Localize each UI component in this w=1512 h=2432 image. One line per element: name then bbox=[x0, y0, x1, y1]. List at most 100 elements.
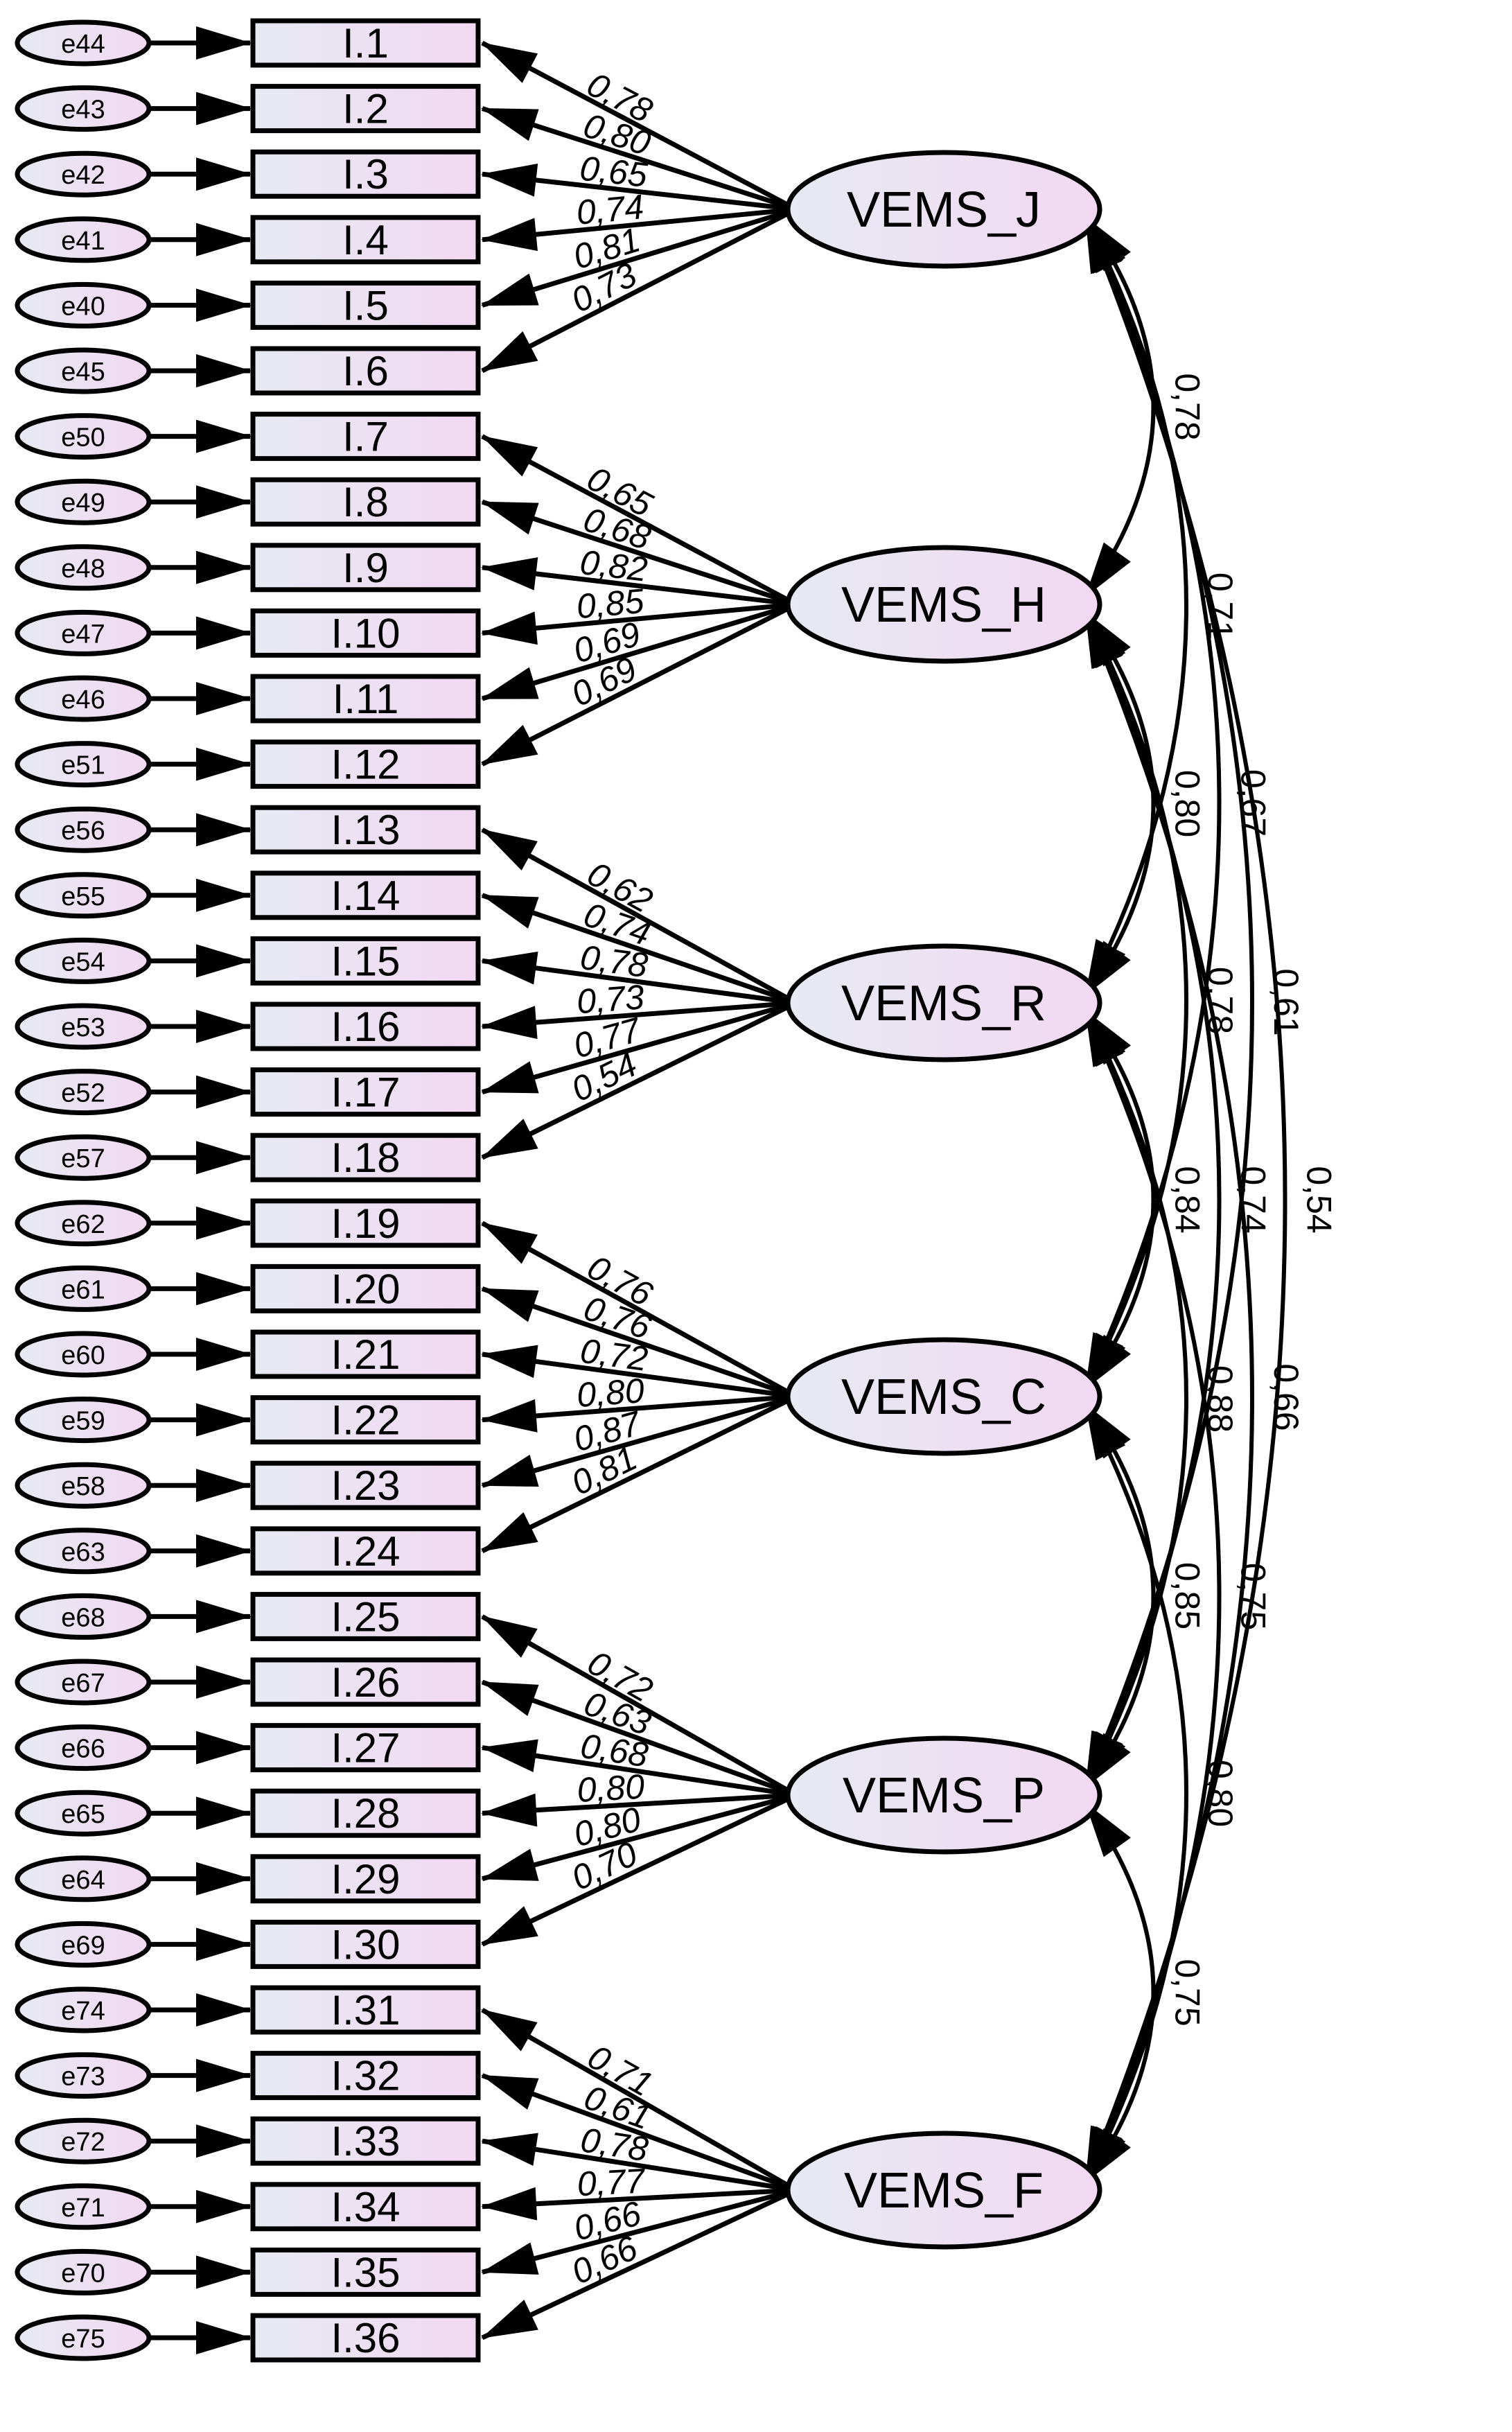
error-term-label: e64 bbox=[61, 1866, 105, 1895]
loading-path-arrow bbox=[481, 1394, 798, 1553]
error-term-label: e46 bbox=[61, 685, 105, 715]
item-box bbox=[250, 1001, 481, 1051]
loading-value: 0,73 bbox=[575, 977, 645, 1021]
error-term-label: e65 bbox=[61, 1800, 105, 1829]
correlation-value: 0,66 bbox=[1267, 1363, 1306, 1431]
error-term-label: e69 bbox=[61, 1931, 105, 1960]
item-box bbox=[250, 18, 481, 68]
factor-node bbox=[785, 150, 1102, 269]
loading-path-arrow bbox=[481, 1739, 797, 1798]
error-term-label: e63 bbox=[61, 1538, 105, 1567]
loading-path-arrow bbox=[481, 1000, 797, 1094]
error-term-label: e40 bbox=[61, 292, 105, 321]
item-label: I.36 bbox=[331, 2315, 400, 2361]
item-box bbox=[250, 280, 481, 330]
item-label: I.31 bbox=[331, 1987, 400, 2033]
loading-path-arrow bbox=[481, 951, 797, 1006]
item-box bbox=[250, 1985, 481, 2035]
item-group: e46 I.11 bbox=[15, 674, 481, 724]
loading-path-arrow bbox=[481, 1221, 798, 1399]
item-label: I.13 bbox=[331, 807, 400, 853]
factor-label: VEMS_J bbox=[847, 182, 1041, 238]
item-label: I.29 bbox=[331, 1856, 400, 1902]
correlation-path-arrow bbox=[1084, 611, 1156, 996]
error-term-label: e51 bbox=[61, 751, 105, 780]
item-box bbox=[250, 1526, 481, 1576]
item-label: I.23 bbox=[331, 1462, 400, 1509]
item-label: I.21 bbox=[331, 1331, 400, 1378]
correlation-value: 0,78 bbox=[1168, 373, 1207, 440]
item-label: I.33 bbox=[331, 2118, 400, 2164]
error-term-label: e61 bbox=[61, 1275, 105, 1304]
item-label: I.10 bbox=[331, 610, 400, 656]
item-box bbox=[250, 936, 481, 986]
item-box bbox=[250, 1854, 481, 1904]
item-label: I.26 bbox=[331, 1659, 400, 1706]
loading-path-arrow bbox=[481, 1345, 797, 1399]
error-term-label: e72 bbox=[61, 2128, 105, 2157]
loading-value: 0,65 bbox=[578, 148, 649, 194]
loading-path-arrow bbox=[481, 2187, 798, 2341]
loading-path-arrow bbox=[481, 2187, 797, 2275]
correlation-value: 0,54 bbox=[1300, 1166, 1339, 1233]
item-box bbox=[250, 346, 481, 396]
error-term-label: e43 bbox=[61, 96, 105, 125]
loading-path-arrow bbox=[481, 1000, 797, 1040]
loading-value: 0,78 bbox=[578, 938, 650, 985]
latent-factor: VEMS_J bbox=[785, 150, 1102, 269]
item-group: e64 I.29 bbox=[15, 1854, 481, 1904]
item-box bbox=[250, 2116, 481, 2166]
correlation-value: 0,84 bbox=[1168, 1166, 1207, 1233]
loading-path-arrow bbox=[481, 602, 798, 767]
loading-path-arrow bbox=[481, 207, 798, 374]
item-group: e60 I.21 bbox=[15, 1329, 481, 1379]
correlation-path-arrow bbox=[1084, 1802, 1156, 2183]
error-term-label: e59 bbox=[61, 1407, 105, 1436]
item-box bbox=[250, 1067, 481, 1117]
item-label: I.1 bbox=[342, 20, 389, 67]
factor-label: VEMS_H bbox=[841, 577, 1046, 633]
error-term-label: e56 bbox=[61, 816, 105, 846]
loading-path-arrow bbox=[481, 2073, 798, 2193]
item-label: I.15 bbox=[331, 938, 400, 984]
loading-value: 0,77 bbox=[576, 2161, 647, 2203]
loading-path-arrow bbox=[481, 828, 798, 1006]
loading-path-arrow bbox=[481, 1792, 798, 1947]
item-label: I.3 bbox=[342, 151, 389, 198]
item-box bbox=[250, 1263, 481, 1313]
item-box bbox=[250, 1657, 481, 1707]
correlation-path-arrow bbox=[1084, 1403, 1156, 1788]
loading-value: 0,85 bbox=[575, 581, 646, 627]
error-term-label: e60 bbox=[61, 1341, 105, 1370]
loading-path-arrow bbox=[481, 499, 798, 607]
loading-value: 0,80 bbox=[576, 1767, 646, 1809]
correlation-value: 0,80 bbox=[1201, 1760, 1240, 1827]
loading-value: 0,82 bbox=[578, 543, 649, 589]
factor-node bbox=[785, 545, 1102, 664]
correlation-path-arrow bbox=[1084, 1010, 1156, 1390]
item-label: I.4 bbox=[342, 217, 389, 263]
item-label: I.11 bbox=[333, 676, 399, 722]
item-box bbox=[250, 215, 481, 265]
item-box bbox=[250, 608, 481, 658]
loading-path-arrow bbox=[481, 164, 797, 212]
error-term-label: e71 bbox=[61, 2194, 105, 2223]
item-label: I.30 bbox=[331, 1921, 400, 1968]
item-box bbox=[250, 1198, 481, 1248]
loading-path-arrow bbox=[481, 1614, 798, 1798]
item-box bbox=[250, 1723, 481, 1773]
item-box bbox=[250, 1460, 481, 1510]
latent-factor: VEMS_C bbox=[785, 1337, 1102, 1456]
